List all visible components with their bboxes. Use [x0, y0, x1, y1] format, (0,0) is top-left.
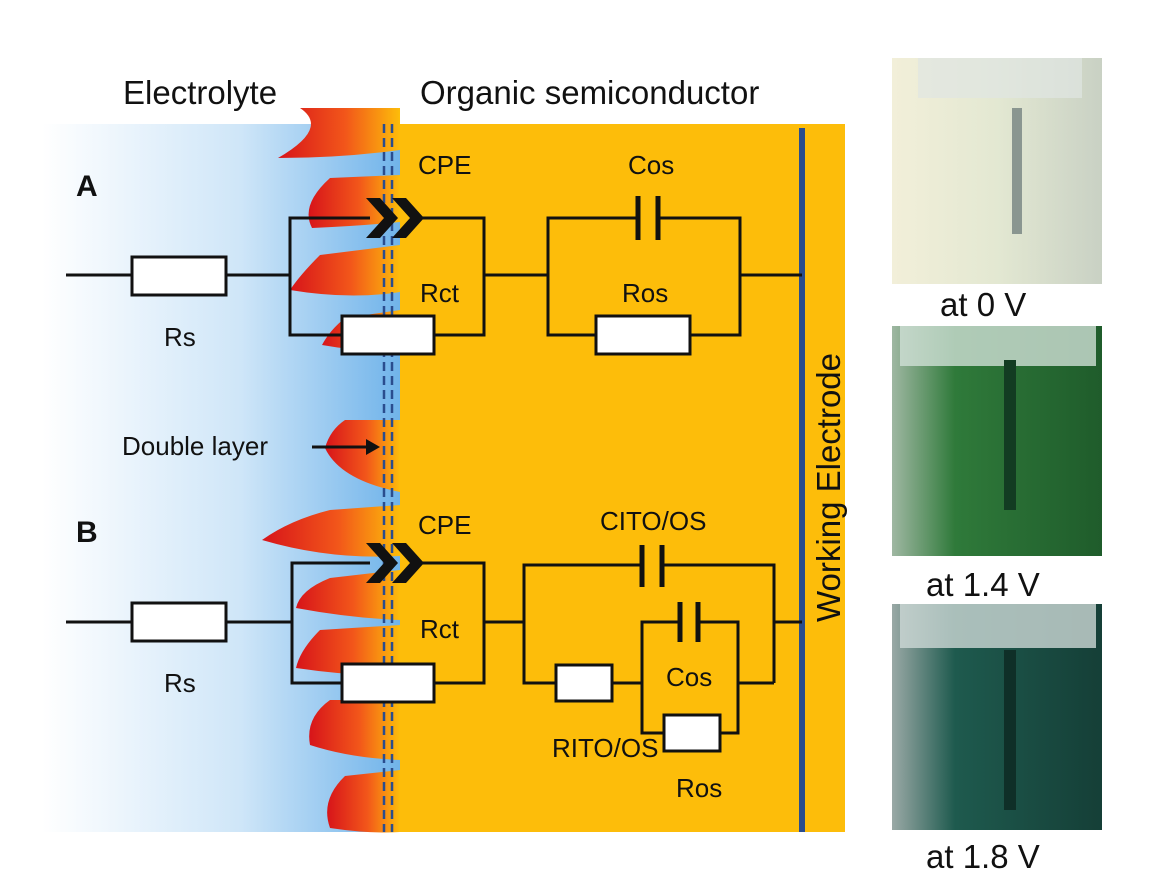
vial-photo-1-8v — [892, 604, 1102, 830]
vial-photo-1-4v — [892, 326, 1102, 556]
label-rct-a: Rct — [420, 278, 460, 308]
double-layer-label: Double layer — [122, 431, 268, 461]
semiconductor-region — [400, 124, 845, 832]
label-cpe-b: CPE — [418, 510, 471, 540]
resistor-rct-a — [340, 314, 436, 356]
label-cpe-a: CPE — [418, 150, 471, 180]
panel-label-a: A — [76, 170, 98, 203]
resistor-rs-a — [130, 255, 228, 297]
label-rs-a: Rs — [164, 322, 196, 352]
label-rct-b: Rct — [420, 614, 460, 644]
panel-label-b: B — [76, 516, 98, 549]
label-cito-b: CITO/OS — [600, 506, 706, 536]
caption-1-4v: at 1.4 V — [926, 566, 1040, 603]
label-ros-a: Ros — [622, 278, 668, 308]
cpe-element-b — [366, 543, 398, 583]
resistor-ros-a — [594, 314, 692, 356]
label-cos-a: Cos — [628, 150, 674, 180]
caption-0v: at 0 V — [940, 286, 1026, 323]
circuit-b: B Rs CPE Rct CITO/OS Cos R — [66, 506, 802, 803]
vial-photo-0v — [892, 58, 1102, 284]
resistor-rito-b — [554, 663, 614, 703]
semiconductor-header: Organic semiconductor — [420, 74, 759, 111]
label-rs-b: Rs — [164, 668, 196, 698]
label-cos-b: Cos — [666, 662, 712, 692]
cpe-element-a — [366, 198, 398, 238]
resistor-rs-b — [130, 601, 228, 643]
label-rito-b: RITO/OS — [552, 733, 658, 763]
resistor-ros-b — [662, 713, 722, 753]
label-ros-b: Ros — [676, 773, 722, 803]
resistor-rct-b — [340, 662, 436, 704]
working-electrode-label: Working Electrode — [810, 353, 847, 622]
electrolyte-header: Electrolyte — [123, 74, 277, 111]
circuit-a: A Rs CPE Rct Cos Ros — [66, 150, 802, 356]
caption-1-8v: at 1.8 V — [926, 838, 1040, 875]
